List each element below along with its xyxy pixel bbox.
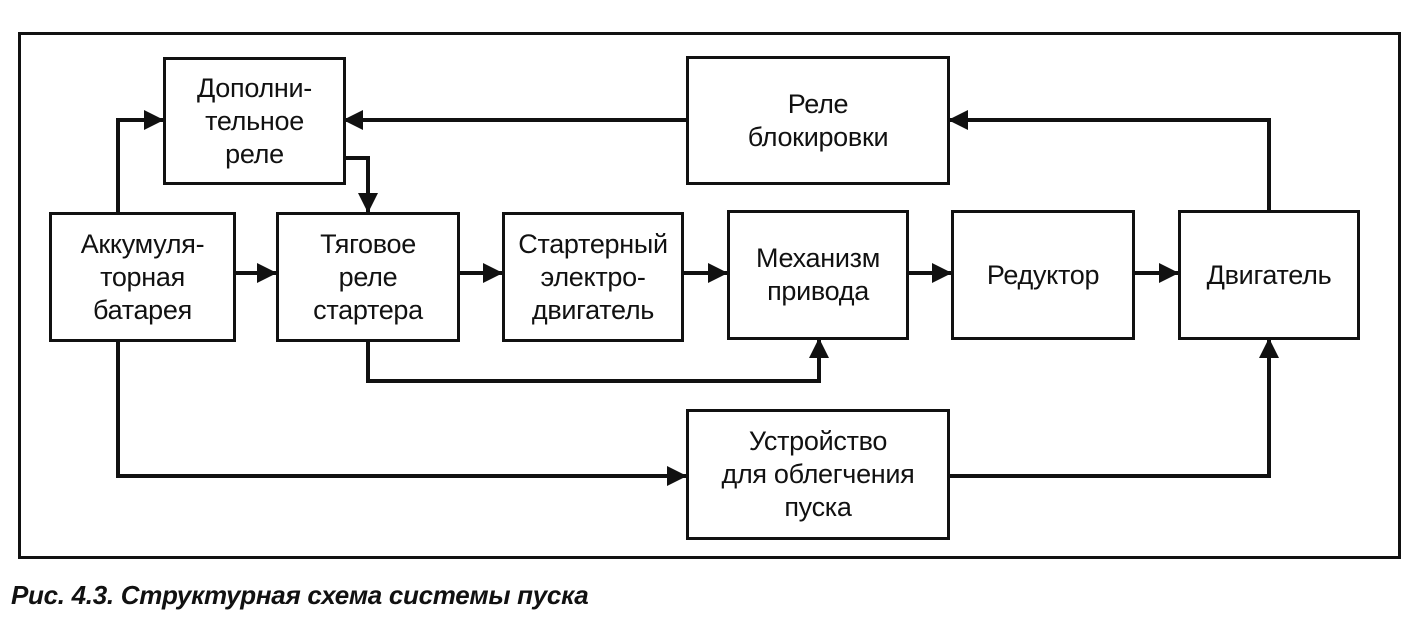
block-drive-mechanism: Механизм привода: [727, 210, 909, 340]
block-engine-label: Двигатель: [1206, 259, 1332, 290]
block-blocking-relay: Реле блокировки: [686, 56, 950, 185]
block-reducer: Редуктор: [951, 210, 1135, 340]
arrow-battery-to-additional-relay: [116, 110, 164, 212]
figure-caption: Рис. 4.3. Структурная схема системы пуск…: [11, 580, 589, 610]
block-traction-relay: Тяговое реле стартера: [276, 212, 460, 342]
block-additional-relay: Дополни- тельное реле: [163, 57, 346, 185]
block-battery-label: Аккумуля- торная батарея: [80, 228, 205, 325]
block-additional-relay-label: Дополни- тельное реле: [197, 72, 312, 169]
arrow-battery-to-start-aid: [116, 341, 687, 486]
block-drive-mechanism-label: Механизм привода: [756, 243, 880, 306]
block-engine: Двигатель: [1178, 210, 1360, 340]
block-traction-relay-label: Тяговое реле стартера: [313, 228, 423, 325]
arrow-start-aid-to-engine: [949, 338, 1279, 478]
block-starter-motor-label: Стартерный электро- двигатель: [518, 228, 668, 325]
arrow-engine-to-blocking-relay: [948, 110, 1271, 212]
diagram-frame: [18, 32, 1401, 559]
arrow-traction-relay-to-drive-mechanism: [366, 338, 829, 383]
block-start-aid-label: Устройство для облегчения пуска: [721, 426, 915, 522]
block-starter-motor: Стартерный электро- двигатель: [502, 212, 684, 342]
block-start-aid: Устройство для облегчения пуска: [686, 409, 950, 540]
arrow-additional-relay-to-traction-relay: [344, 156, 378, 213]
block-reducer-label: Редуктор: [986, 259, 1100, 290]
block-battery: Аккумуля- торная батарея: [49, 212, 236, 342]
block-blocking-relay-label: Реле блокировки: [747, 88, 889, 152]
